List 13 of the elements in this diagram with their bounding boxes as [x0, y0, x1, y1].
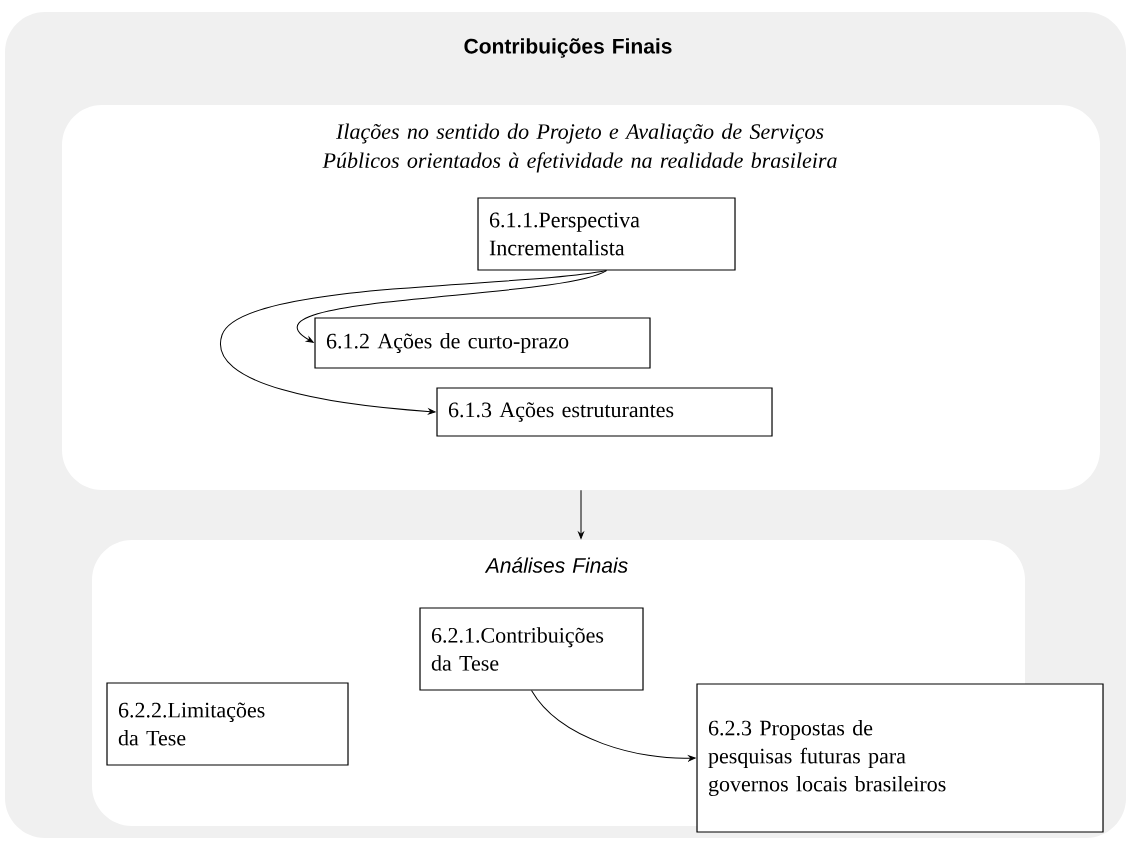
text-box: 6.1.2 Ações de curto-prazo — [314, 317, 651, 369]
arrow — [578, 489, 584, 539]
panel-heading: Análises Finais — [484, 557, 628, 573]
panel-heading: Ilações no sentido do Projeto e Avaliação de Serviços Públicos orientados à efetividade na realidade brasileira — [322, 123, 837, 173]
text-box: 6.2.1.Contribuições da Tese — [419, 607, 644, 691]
text-box: 6.2.2.Limitações da Tese — [106, 682, 349, 766]
arrow — [297, 270, 607, 343]
text-box: 6.1.1.Perspectiva Incrementalista — [477, 197, 736, 271]
text-box: 6.1.3 Ações estruturantes — [436, 387, 773, 437]
text-box: 6.2.3 Propostas de pesquisas futuras para governos locais brasileiros — [696, 683, 1104, 833]
arrow — [220, 270, 607, 415]
arrow — [531, 690, 696, 762]
panel-heading: Contribuições Finais — [464, 38, 672, 58]
